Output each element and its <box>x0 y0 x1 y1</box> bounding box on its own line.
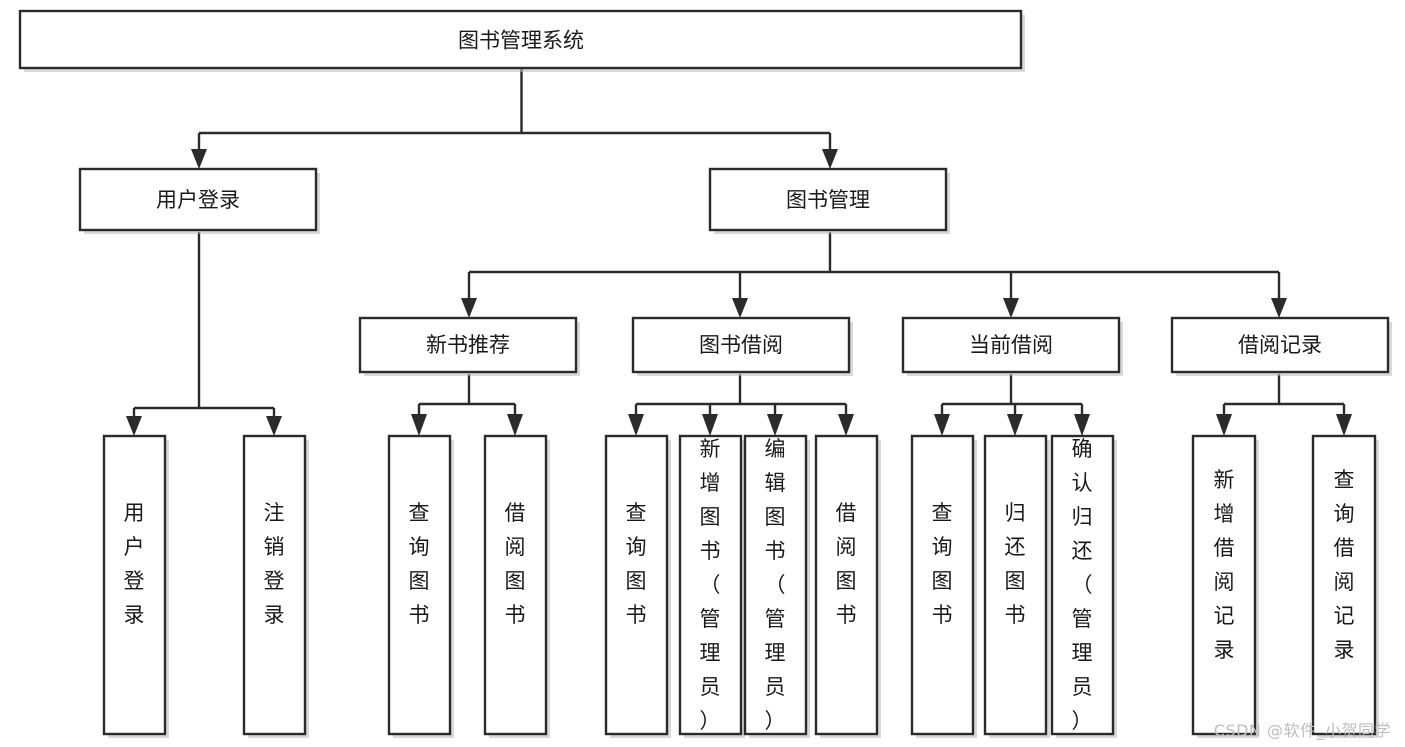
arrow-to-leaf-borrow-book-1 <box>507 414 523 436</box>
node-book-borrow-label: 图书借阅 <box>699 333 783 357</box>
arrow-to-leaf-return-book <box>1007 414 1023 436</box>
leaf-user-login[interactable]: 用户登录 <box>102 434 169 738</box>
leaf-return-book[interactable]: 归还图书 <box>983 434 1050 738</box>
node-user-login[interactable]: 用户登录 <box>78 167 320 234</box>
leaf-add-book[interactable]: 新增图书（管理员） <box>678 434 745 738</box>
leaf-return-book-box[interactable] <box>983 434 1048 736</box>
node-user-login-box[interactable] <box>78 167 318 232</box>
leaf-query-book-borrow-label: 查询图书 <box>626 501 647 627</box>
arrow-to-leaf-query-book-2 <box>628 414 644 436</box>
arrow-to-book-borrow <box>732 298 748 318</box>
arrow-to-leaf-logout <box>266 416 282 436</box>
arrow-to-new-book <box>461 298 477 318</box>
leaf-borrow-book-recommend-label: 借阅图书 <box>505 501 526 627</box>
arrow-to-leaf-query-book-3 <box>934 414 950 436</box>
leaf-query-book-current-label: 查询图书 <box>932 501 953 627</box>
arrow-to-leaf-confirm-return <box>1074 414 1090 436</box>
leaf-borrow-book-box[interactable] <box>814 434 879 736</box>
leaf-logout-label: 注销登录 <box>264 501 285 627</box>
node-borrow-record[interactable]: 借阅记录 <box>1170 316 1392 376</box>
leaf-borrow-book-recommend-box[interactable] <box>483 434 548 736</box>
node-root-box[interactable] <box>18 9 1023 70</box>
node-new-book-recommend[interactable]: 新书推荐 <box>358 316 580 376</box>
leaf-query-borrow-record-box[interactable] <box>1311 434 1377 736</box>
leaf-query-book-current[interactable]: 查询图书 <box>910 434 977 738</box>
leaf-confirm-return-box[interactable] <box>1050 434 1115 736</box>
node-book-management-label: 图书管理 <box>786 188 870 212</box>
node-current-borrow-box[interactable] <box>901 316 1121 374</box>
leaf-edit-book[interactable]: 编辑图书（管理员） <box>743 434 810 738</box>
leaf-add-book-box[interactable] <box>678 434 743 736</box>
node-root-label: 图书管理系统 <box>458 29 584 53</box>
leaf-borrow-book-label: 借阅图书 <box>836 501 857 627</box>
arrow-to-leaf-borrow-book-2 <box>838 414 854 436</box>
leaf-query-borrow-record-label: 查询借阅记录 <box>1334 468 1355 662</box>
arrow-to-leaf-query-record <box>1336 414 1352 436</box>
arrow-to-leaf-edit-book <box>767 414 783 436</box>
leaf-add-borrow-record-box[interactable] <box>1191 434 1257 736</box>
connector-layer <box>126 68 1352 436</box>
node-borrow-record-box[interactable] <box>1170 316 1390 374</box>
leaf-user-login-box[interactable] <box>102 434 167 736</box>
node-current-borrow[interactable]: 当前借阅 <box>901 316 1123 376</box>
leaf-return-book-label: 归还图书 <box>1005 501 1026 627</box>
leaf-user-login-label: 用户登录 <box>124 501 145 627</box>
leaf-add-borrow-record[interactable]: 新增借阅记录 <box>1191 434 1259 738</box>
arrow-to-leaf-add-book <box>702 414 718 436</box>
leaf-query-book-recommend-label: 查询图书 <box>409 501 430 627</box>
csdn-watermark: CSDN @软件_小贺同学 <box>1213 721 1391 740</box>
arrow-to-leaf-query-book-1 <box>411 414 427 436</box>
leaf-add-book-label: 新增图书（管理员） <box>700 437 721 733</box>
leaf-add-borrow-record-label: 新增借阅记录 <box>1214 468 1235 662</box>
arrow-to-user-login <box>191 149 207 169</box>
node-new-book-recommend-box[interactable] <box>358 316 578 374</box>
leaf-borrow-book[interactable]: 借阅图书 <box>814 434 881 738</box>
leaf-query-book-borrow[interactable]: 查询图书 <box>604 434 671 738</box>
arrow-to-current-borrow <box>1003 298 1019 318</box>
arrow-to-book-mgmt <box>822 149 838 169</box>
leaf-edit-book-label: 编辑图书（管理员） <box>765 437 786 733</box>
leaf-logout-box[interactable] <box>242 434 307 736</box>
leaf-edit-book-box[interactable] <box>743 434 808 736</box>
arrow-to-borrow-record <box>1271 298 1287 318</box>
leaf-query-book-borrow-box[interactable] <box>604 434 669 736</box>
node-new-book-recommend-label: 新书推荐 <box>426 333 510 357</box>
node-book-management-box[interactable] <box>708 167 948 232</box>
leaf-confirm-return[interactable]: 确认归还（管理员） <box>1050 434 1117 738</box>
node-borrow-record-label: 借阅记录 <box>1238 333 1322 357</box>
leaf-query-book-recommend[interactable]: 查询图书 <box>387 434 454 738</box>
leaf-query-book-current-box[interactable] <box>910 434 975 736</box>
node-current-borrow-label: 当前借阅 <box>969 333 1053 357</box>
node-root[interactable]: 图书管理系统 <box>18 9 1025 72</box>
node-book-borrow[interactable]: 图书借阅 <box>631 316 853 376</box>
leaf-confirm-return-label: 确认归还（管理员） <box>1072 437 1093 733</box>
node-book-borrow-box[interactable] <box>631 316 851 374</box>
leaf-query-borrow-record[interactable]: 查询借阅记录 <box>1311 434 1379 738</box>
node-user-login-label: 用户登录 <box>156 188 240 212</box>
arrow-to-leaf-add-record <box>1216 414 1232 436</box>
leaf-logout[interactable]: 注销登录 <box>242 434 309 738</box>
node-book-management[interactable]: 图书管理 <box>708 167 950 234</box>
arrow-to-leaf-user-login <box>126 416 142 436</box>
leaf-query-book-recommend-box[interactable] <box>387 434 452 736</box>
leaf-borrow-book-recommend[interactable]: 借阅图书 <box>483 434 550 738</box>
